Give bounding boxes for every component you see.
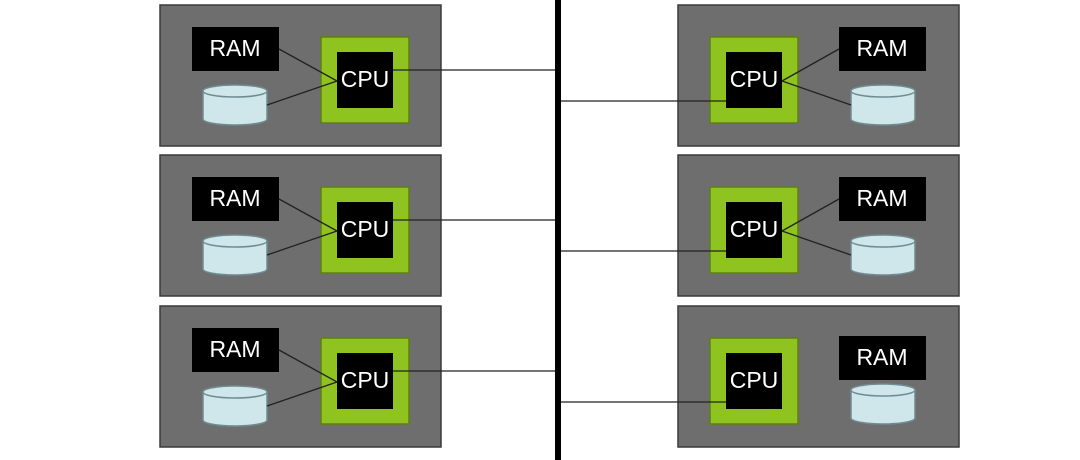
disk-body [202, 241, 268, 276]
disk-body [850, 91, 916, 126]
cpu-chip [337, 52, 393, 108]
cpu-label: CPU [341, 216, 390, 242]
node-right-2: CPU RAM [561, 154, 960, 297]
node-right-3: CPU RAM [561, 305, 960, 448]
ram-wire [781, 48, 840, 82]
disk-top [850, 383, 916, 397]
cpu-chip [337, 202, 393, 258]
nodes-layer: CPU RAM CPU RAM CPU RAM CPU RAM CPU RAM CPU RAM [159, 4, 960, 448]
cpu-label: CPU [341, 66, 390, 92]
disk-wire [266, 230, 338, 256]
disk-body [850, 390, 916, 425]
disk-wire [781, 230, 852, 256]
node-left-1: CPU RAM [159, 4, 555, 147]
disk-body [202, 91, 268, 126]
cpu-chip [726, 52, 782, 108]
cpu-label: CPU [730, 66, 779, 92]
disk-wire [266, 80, 338, 106]
disk-top [850, 84, 916, 98]
disk-top [202, 84, 268, 98]
disk-wire [266, 381, 338, 407]
cpu-label: CPU [341, 367, 390, 393]
ram-label: RAM [856, 185, 907, 211]
ram-module [839, 336, 926, 380]
ram-module [192, 27, 279, 71]
cpu-label: CPU [730, 216, 779, 242]
disk-body [202, 392, 268, 427]
disk-top [202, 234, 268, 248]
disk-top [202, 385, 268, 399]
ram-label: RAM [856, 35, 907, 61]
ram-module [192, 177, 279, 221]
cpu-chip [726, 353, 782, 409]
disk-icon [850, 84, 916, 126]
cpu-chip [337, 353, 393, 409]
cpu-label: CPU [730, 367, 779, 393]
cpu-chip [726, 202, 782, 258]
disk-body [850, 241, 916, 276]
disk-icon [850, 383, 916, 425]
node-left-3: CPU RAM [159, 305, 555, 448]
node-left-2: CPU RAM [159, 154, 555, 297]
ram-wire [278, 198, 338, 232]
disk-top [850, 234, 916, 248]
ram-module [839, 27, 926, 71]
disk-icon [202, 84, 268, 126]
disk-wire [781, 80, 852, 106]
ram-label: RAM [209, 35, 260, 61]
ram-wire [781, 198, 840, 232]
disk-icon [850, 234, 916, 276]
ram-label: RAM [856, 344, 907, 370]
ram-module [192, 328, 279, 372]
ram-wire [278, 48, 338, 82]
node-right-1: CPU RAM [561, 4, 960, 147]
ram-module [839, 177, 926, 221]
disk-icon [202, 385, 268, 427]
ram-label: RAM [209, 336, 260, 362]
ram-wire [278, 349, 338, 383]
disk-icon [202, 234, 268, 276]
ram-label: RAM [209, 185, 260, 211]
